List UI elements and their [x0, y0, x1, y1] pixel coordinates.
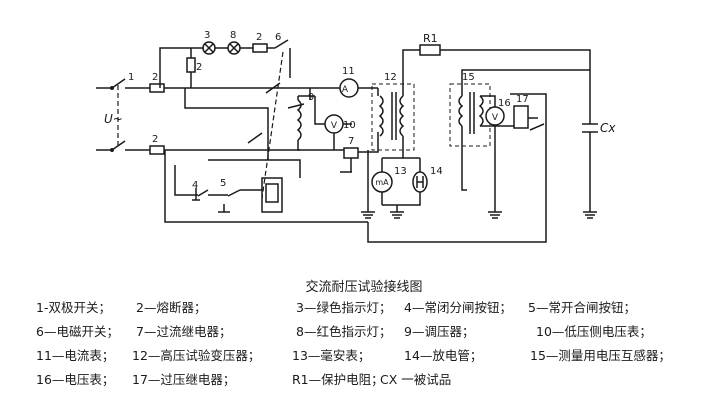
ammeter-symbol: A: [342, 85, 349, 95]
legend-item: 4—常闭分闸按钮；: [404, 300, 512, 315]
label-5: 5: [220, 178, 226, 189]
voltmeter-symbol: V: [331, 121, 338, 131]
label-16: 16: [498, 98, 511, 109]
fuse-icon: [149, 83, 165, 93]
label-10: 10: [343, 120, 356, 131]
label-2: 2: [152, 72, 158, 83]
closed-button-icon: [192, 188, 200, 201]
label-4: 4: [192, 180, 198, 191]
label-12: 12: [384, 72, 397, 83]
label-14: 14: [430, 166, 443, 177]
cx-label: Cx: [600, 121, 616, 135]
legend-item: 17—过压继电器；: [132, 372, 236, 387]
label-8: 8: [230, 30, 236, 41]
wiring-diagram: 1 2 2 2 2 3 8 6 4 5 7 9 10 11 12 13 14 1…: [96, 30, 616, 243]
label-2: 2: [152, 134, 158, 145]
legend-item: 1-双极开关；: [36, 300, 111, 315]
legend-item: 2—熔断器；: [136, 300, 207, 315]
discharge-tube-icon: [412, 171, 428, 193]
fuse-icon: [252, 43, 268, 53]
fuse-icon: [186, 57, 196, 73]
red-lamp-icon: [227, 41, 241, 55]
voltmeter-symbol: V: [492, 113, 499, 123]
legend-item: R1—保护电阻；: [292, 372, 384, 387]
label-2: 2: [256, 32, 262, 43]
legend-item: 5—常开合闸按钮；: [528, 300, 636, 315]
legend-row: 11—电流表； 12—高压试验变压器； 13—毫安表； 14—放电管； 15—测…: [0, 345, 728, 369]
diagram-caption: 交流耐压试验接线图: [305, 280, 423, 295]
double-pole-switch: [96, 78, 126, 152]
legend-item: 9—调压器；: [404, 324, 475, 339]
legend-item: 10—低压侧电压表；: [536, 324, 652, 339]
legend: 1-双极开关； 2—熔断器； 3—绿色指示灯； 4—常闭分闸按钮； 5—常开合闸…: [0, 297, 728, 393]
label-1: 1: [128, 72, 134, 83]
voltage-regulator-icon: [287, 96, 305, 141]
r1-label: R1: [423, 32, 438, 45]
legend-item: 3—绿色指示灯；: [296, 300, 392, 315]
measuring-pt-icon: [449, 83, 491, 147]
milliammeter-symbol: mA: [375, 178, 389, 187]
test-object-capacitor-icon: [582, 123, 598, 133]
legend-item: 15—测量用电压互感器；: [530, 348, 671, 363]
source-label: U~: [104, 112, 123, 126]
green-lamp-icon: [202, 41, 216, 55]
legend-row: 1-双极开关； 2—熔断器； 3—绿色指示灯； 4—常闭分闸按钮； 5—常开合闸…: [0, 297, 728, 321]
legend-row: 6—电磁开关； 7—过流继电器； 8—红色指示灯； 9—调压器； 10—低压侧电…: [0, 321, 728, 345]
legend-item: 7—过流继电器；: [136, 324, 232, 339]
legend-row: 16—电压表； 17—过压继电器； R1—保护电阻； CX 一被试品: [0, 369, 728, 393]
legend-item: 16—电压表；: [36, 372, 115, 387]
label-6: 6: [275, 32, 281, 43]
label-11: 11: [342, 66, 355, 77]
overvoltage-relay-icon: [510, 93, 547, 150]
fuse-icon: [149, 145, 165, 155]
legend-item: 8—红色指示灯；: [296, 324, 392, 339]
label-15: 15: [462, 72, 475, 83]
open-button-icon: [218, 204, 230, 213]
legend-item: CX 一被试品: [380, 372, 452, 387]
label-9: 9: [308, 92, 314, 103]
label-17: 17: [516, 94, 529, 105]
legend-item: 13—毫安表；: [292, 348, 371, 363]
label-13: 13: [394, 166, 407, 177]
label-2: 2: [196, 62, 202, 73]
legend-item: 11—电流表；: [36, 348, 115, 363]
legend-item: 14—放电管；: [404, 348, 483, 363]
label-7: 7: [348, 136, 354, 147]
label-3: 3: [204, 30, 210, 41]
legend-item: 12—高压试验变压器；: [132, 348, 261, 363]
overcurrent-relay-icon: [343, 147, 359, 159]
coil-icon: [265, 183, 279, 203]
protective-resistor-icon: [419, 44, 441, 56]
hv-transformer-icon: [371, 83, 415, 151]
legend-item: 6—电磁开关；: [36, 324, 119, 339]
